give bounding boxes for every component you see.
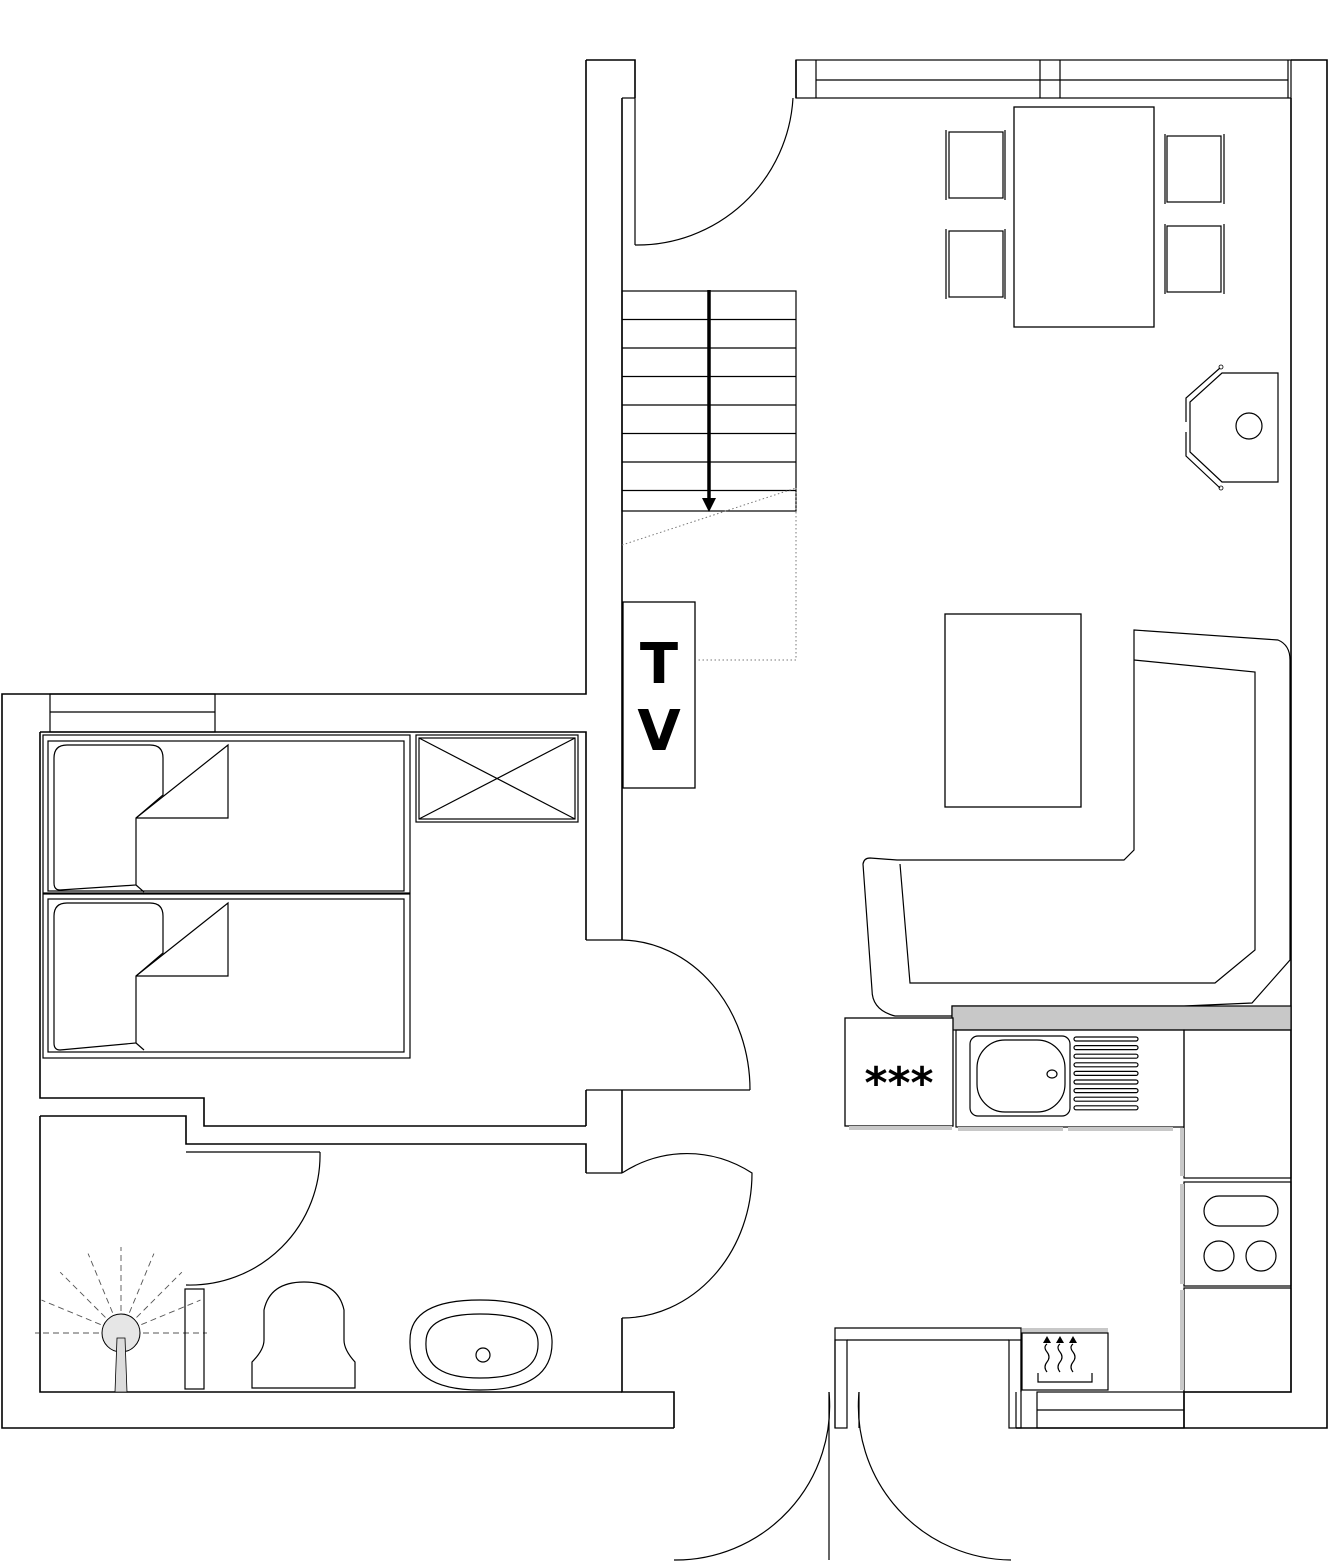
shower-spray-ray: [129, 1253, 155, 1313]
drainer-groove: [1073, 1044, 1139, 1051]
chair-top-left: [945, 130, 1006, 200]
chair-bottom-right: [1164, 224, 1225, 294]
bedroom-walls: [39, 731, 622, 1127]
cooktop-icon: [1180, 1184, 1279, 1284]
bed-upper: [42, 734, 411, 894]
drainer-groove: [1073, 1087, 1139, 1094]
shower-spray-ray: [41, 1299, 101, 1325]
drainer-groove: [1073, 1079, 1139, 1085]
dining-set: [945, 106, 1225, 328]
arrow-head-icon: [702, 498, 716, 512]
shower-spray-ray: [59, 1271, 106, 1318]
bathroom-walls: [39, 1115, 622, 1393]
heater-icon: [1021, 1328, 1109, 1391]
tv-label-v: V: [637, 699, 681, 764]
stove-icon: [1185, 364, 1279, 491]
staircase: [621, 290, 797, 661]
drainer-groove: [1073, 1070, 1139, 1077]
window-bottom: [1036, 1391, 1185, 1429]
sink-icon: [969, 1035, 1139, 1117]
chair-top-right: [1164, 134, 1225, 204]
shower-spray-ray: [136, 1271, 183, 1318]
bedroom-window: [49, 693, 216, 733]
bed-lower: [42, 893, 411, 1059]
washbasin-icon: [409, 1299, 553, 1391]
tv-unit: T V: [622, 601, 696, 789]
door-bathroom: [185, 1151, 753, 1319]
appliance-unit: [844, 1017, 954, 1127]
drainer-groove: [1073, 1053, 1139, 1059]
drainer-groove: [1073, 1036, 1139, 1042]
dining-table: [1013, 106, 1155, 328]
drainer-groove: [1073, 1062, 1139, 1068]
chair-bottom-left: [945, 229, 1006, 299]
shower-spray-ray: [141, 1299, 201, 1325]
toilet-icon: [251, 1281, 356, 1389]
drainer-groove: [1073, 1105, 1139, 1111]
coffee-table: [944, 613, 1082, 808]
shower-screen: [184, 1288, 205, 1390]
window-top: [795, 59, 1292, 99]
tv-label-t: T: [640, 632, 678, 697]
main-double-door: [673, 1327, 1022, 1561]
wardrobe: [415, 734, 579, 823]
appliance-label: ***: [864, 1058, 933, 1109]
shower-spray-ray: [87, 1253, 113, 1313]
kitchen: ***: [844, 1005, 1292, 1393]
door-top: [622, 97, 794, 246]
door-bedroom: [621, 939, 751, 1091]
corner-sofa: [862, 629, 1291, 1017]
drainer-groove: [1073, 1096, 1139, 1102]
shower-icon: [35, 1247, 207, 1393]
